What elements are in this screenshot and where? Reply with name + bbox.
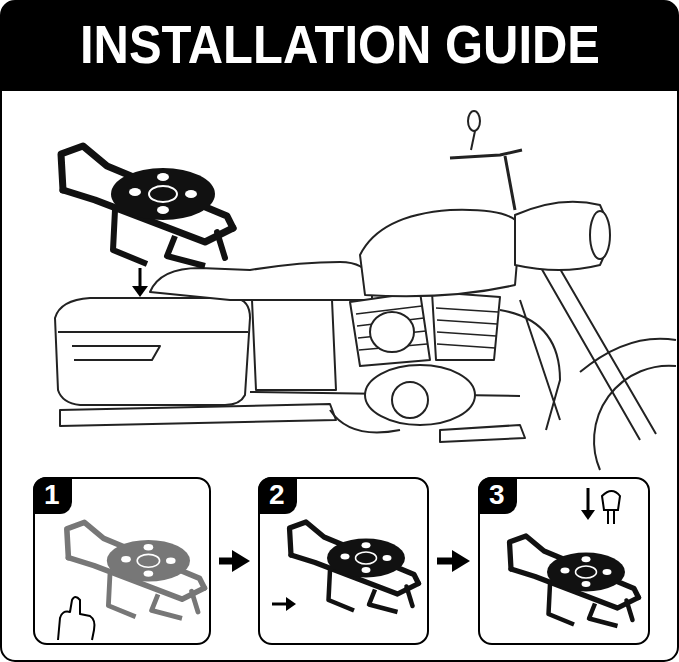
luggage-rack — [510, 536, 639, 626]
step-panel: 3 — [478, 477, 650, 645]
fuel-tank — [360, 210, 520, 296]
step-number: 3 — [478, 477, 517, 514]
push-arrow-head — [286, 597, 296, 611]
title-bar: INSTALLATION GUIDE — [0, 17, 679, 71]
header-pipe — [330, 410, 400, 433]
crankcase — [365, 365, 475, 425]
drop-arrow-head — [132, 286, 148, 297]
step-arrow — [219, 558, 232, 565]
cylinder — [350, 292, 430, 366]
engine-cover — [392, 382, 428, 418]
luggage-rack — [290, 522, 419, 612]
drop-arrow — [139, 268, 142, 288]
cylinder — [432, 292, 500, 360]
down-arrow — [587, 488, 590, 512]
side-cover — [252, 300, 336, 390]
hand — [58, 597, 95, 640]
saddlebag-detail — [58, 332, 248, 360]
handlebar — [450, 150, 522, 210]
step-number: 1 — [33, 477, 72, 514]
motorcycle — [55, 111, 676, 470]
mirror — [468, 111, 480, 131]
frame — [250, 300, 560, 430]
down-arrow-head — [581, 510, 595, 520]
step-panel: 1 — [33, 477, 211, 645]
front-fender — [580, 339, 676, 372]
saddlebag — [55, 298, 250, 405]
luggage-rack — [67, 522, 205, 618]
guide-title: INSTALLATION GUIDE — [80, 17, 600, 71]
header-band — [1, 1, 678, 91]
step-panel: 2 — [258, 477, 429, 645]
step-arrow — [437, 558, 452, 565]
luggage-rack — [61, 146, 233, 266]
mirror-stem — [471, 131, 475, 150]
floorboard — [440, 425, 525, 442]
mounting-knob — [602, 491, 620, 524]
exhaust-pipe — [60, 404, 336, 426]
push-arrow — [272, 603, 288, 606]
headlight — [590, 211, 610, 259]
seat — [150, 262, 372, 300]
step-number: 2 — [258, 477, 297, 514]
air-cleaner — [370, 312, 414, 352]
